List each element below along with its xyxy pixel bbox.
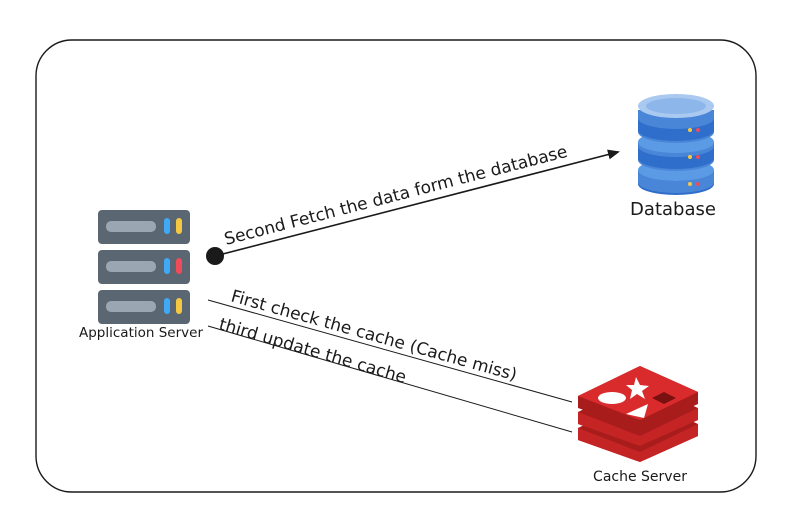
application-server-label: Application Server (79, 325, 203, 341)
database-label: Database (630, 199, 716, 220)
server-rack-icon (98, 210, 190, 324)
edge-second-fetch (214, 149, 620, 257)
edge-second-fetch-label: Second Fetch the data form the database (222, 142, 569, 250)
diagram-frame (35, 39, 757, 493)
database-cylinder-icon (638, 94, 714, 195)
redis-cache-icon (578, 366, 698, 462)
edge-first-check (207, 299, 573, 403)
edge-third-update (207, 325, 573, 433)
cache-server-label: Cache Server (593, 469, 687, 485)
